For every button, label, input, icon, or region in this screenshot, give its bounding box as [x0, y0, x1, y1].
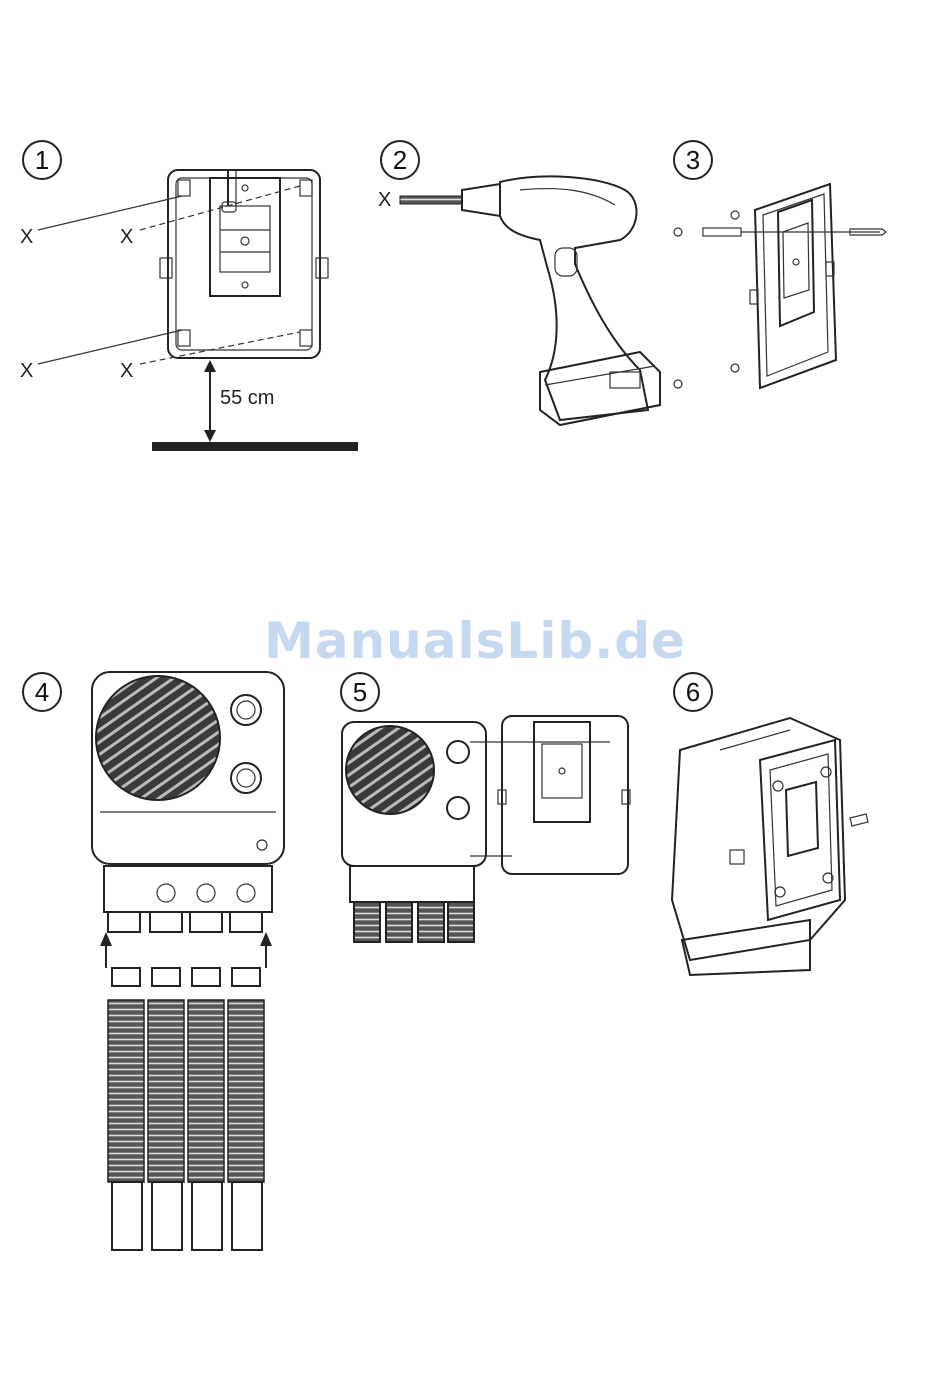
step-1-number-badge: 1: [23, 141, 61, 179]
flexible-hoses: [108, 968, 264, 1250]
step-4-number: 4: [35, 677, 49, 707]
bracket-perspective: [755, 184, 836, 388]
drill-bit: [400, 196, 462, 204]
step-6-panel: 6: [672, 673, 868, 975]
heater-side-view: [672, 718, 845, 960]
mark-x-bottom-right: X: [120, 360, 133, 382]
step-3-number: 3: [686, 145, 700, 175]
timer-knob: [231, 763, 261, 793]
mark-x-top-left: X: [20, 226, 33, 248]
step-1-number: 1: [35, 145, 49, 175]
step-2-number-badge: 2: [381, 141, 419, 179]
cordless-drill: [500, 176, 648, 420]
mark-x-bottom-left: X: [20, 360, 33, 382]
distance-label: 55 cm: [220, 387, 274, 409]
step-6-number: 6: [686, 677, 700, 707]
step-4-number-badge: 4: [23, 673, 61, 711]
step-5-panel: 5: [341, 673, 630, 942]
step-5-number-badge: 5: [341, 673, 379, 711]
pipe-manifold: [104, 866, 272, 912]
step-5-number: 5: [353, 677, 367, 707]
step-4-panel: 4: [23, 672, 284, 1250]
thermostat-knob: [231, 695, 261, 725]
wall-bracket: [168, 170, 320, 358]
screw-side: [850, 814, 868, 826]
step-6-number-badge: 6: [674, 673, 712, 711]
fan-grille: [96, 676, 220, 800]
step-3-panel: 3: [674, 141, 886, 388]
step-3-number-badge: 3: [674, 141, 712, 179]
step-2-panel: 2 X: [378, 141, 660, 425]
mark-x-drill: X: [378, 189, 391, 211]
bracket-small: [502, 716, 628, 874]
step-1-panel: 1 X X X X 55 cm: [20, 141, 358, 451]
watermark: ManualsLib.de: [0, 612, 950, 670]
step-2-number: 2: [393, 145, 407, 175]
floor-line: [152, 442, 358, 451]
wall-plug: [703, 228, 741, 236]
mark-x-top-right: X: [120, 226, 133, 248]
